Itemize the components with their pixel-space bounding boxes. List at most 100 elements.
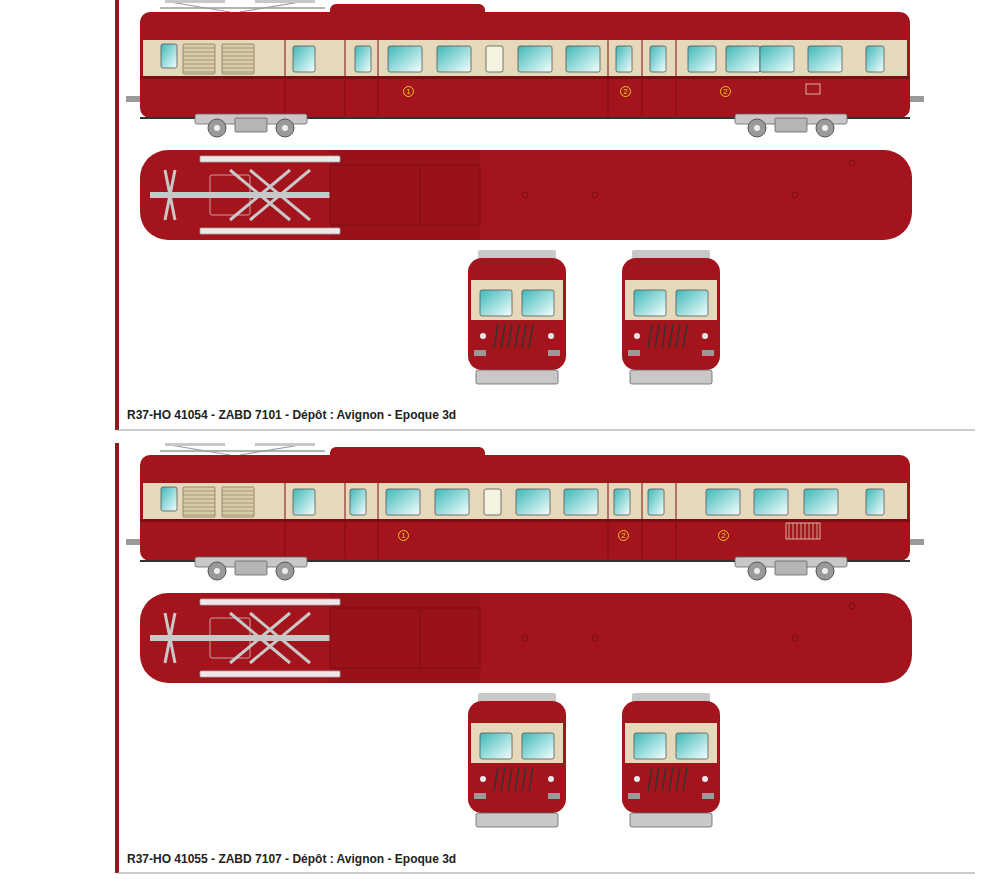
body-side [140,12,910,118]
window [486,46,503,72]
spring [775,118,807,132]
class-marking: 2 [718,530,729,541]
jumper-cable [655,324,659,348]
wheel-hub [282,568,288,574]
buffer [910,539,924,545]
vent-slat [817,523,818,539]
jumper-cable [683,324,687,348]
grille-slat [183,495,215,496]
grille-slat [183,52,215,53]
model-caption: R37-HO 41054 - ZABD 7101 - Dépôt : Avign… [127,408,456,422]
jumper-cable [515,324,519,348]
cab-window [161,44,177,68]
class-marking: 2 [618,530,629,541]
wheel-hub [822,125,828,131]
grille-slat [222,72,254,73]
jumper-cable [655,767,659,791]
window [437,46,471,72]
grille-slat [183,60,215,61]
roof-vent [592,192,598,198]
roof-top [140,150,912,240]
front-window [676,733,708,759]
jumper-cable [508,324,512,348]
grille-slat [183,64,215,65]
grille-slat [183,68,215,69]
body-side [140,455,910,561]
vent-slat [809,523,810,539]
roof-seam [420,608,421,668]
window [726,46,760,72]
jumper-cable [529,767,533,791]
door-line [378,483,379,559]
spring [235,561,267,575]
window [566,46,600,72]
door-line [285,40,286,116]
window [614,489,630,515]
grille-slat [222,511,254,512]
pantograph-arm [250,170,310,220]
buffer [126,96,140,102]
front-cream [471,280,563,320]
pantograph-base [210,618,250,658]
grille-slat [183,499,215,500]
wheel [816,562,834,580]
wheel [276,562,294,580]
window [350,489,366,515]
pantograph [170,2,230,12]
jumper-cable [522,324,526,348]
class-marking: 2 [620,86,631,97]
roof-vent [792,192,798,198]
buffer [548,793,560,799]
jumper-cable [529,324,533,348]
window [650,46,666,72]
wheel [816,119,834,137]
vent-slat [805,523,806,539]
roof-cable [150,192,330,198]
jumper-cable [494,324,498,348]
front-window [480,733,512,759]
pantograph [160,450,325,452]
grille-slat [222,503,254,504]
jumper-cable [648,324,652,348]
roof-seam [330,225,480,226]
door-line [676,40,677,116]
window [518,46,552,72]
roof-panel [330,593,480,683]
buffer [628,793,640,799]
grille-slat [222,507,254,508]
headlight [480,776,486,782]
class-marking: 1 [398,530,409,541]
roof-vent [849,603,855,609]
spring [235,118,267,132]
window [616,46,632,72]
roof-seam [330,668,480,669]
window [564,489,598,515]
roof-cable [150,635,330,641]
panel [115,0,975,430]
grille-slat [222,52,254,53]
walkway [200,671,340,677]
roof-vent [522,192,528,198]
roof-seam [420,165,421,225]
grille-slat [222,499,254,500]
front-window [634,290,666,316]
jumper-cable [494,767,498,791]
front-body [622,258,720,370]
buffer [548,350,560,356]
jumper-cable [508,767,512,791]
grille [183,44,215,74]
front-window [480,290,512,316]
model-caption: R37-HO 41055 - ZABD 7107 - Dépôt : Avign… [127,852,456,866]
wheel-hub [754,568,760,574]
vent [786,523,820,539]
wheel [208,562,226,580]
spring [775,561,807,575]
window [866,489,884,515]
roof-vent [849,160,855,166]
grille-slat [183,507,215,508]
front-body [468,258,566,370]
pantograph-arm [165,613,175,663]
front-cream [625,280,717,320]
grille-slat [222,56,254,57]
